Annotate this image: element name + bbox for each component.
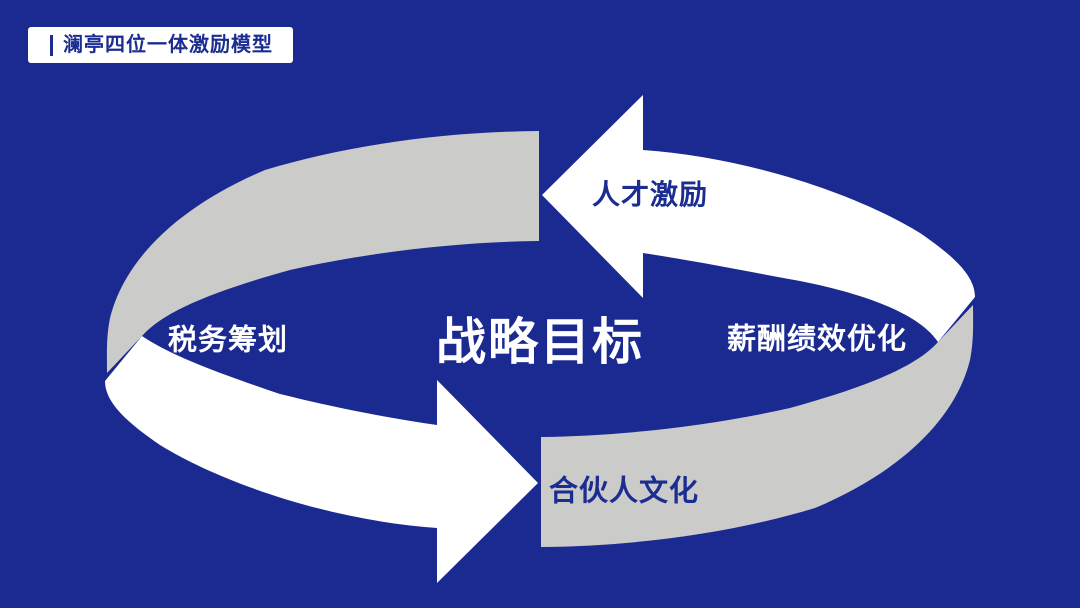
cycle-node-top-label: 人才激励	[591, 179, 709, 210]
ribbon-white-arrow-top	[542, 95, 975, 342]
badge-label: 澜亭四位一体激励模型	[63, 34, 273, 56]
title-badge: 澜亭四位一体激励模型	[28, 27, 293, 63]
ribbon-gray-bottom-right	[541, 305, 974, 547]
cycle-node-left-label: 税务筹划	[167, 324, 289, 357]
cycle-center-label: 战略目标	[436, 314, 644, 370]
badge-accent-bar	[50, 34, 53, 56]
cycle-node-right-label: 薪酬绩效优化	[726, 323, 908, 356]
ribbon-white-arrow-bottom	[105, 336, 538, 583]
ribbon-gray-top-left	[106, 131, 539, 373]
cycle-node-bottom-label: 合伙人文化	[548, 475, 700, 508]
